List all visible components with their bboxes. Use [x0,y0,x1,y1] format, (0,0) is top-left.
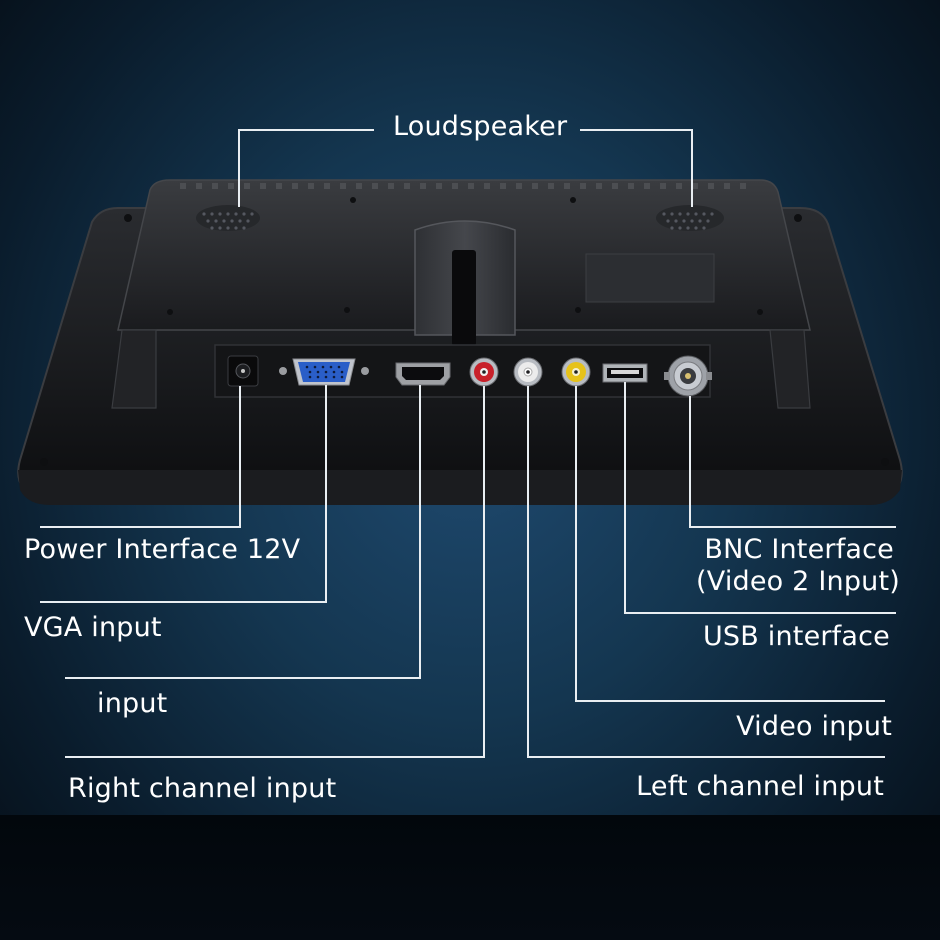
rca-white-jack [513,357,543,387]
power-callout-horizontal [40,526,241,528]
video-callout-horizontal [575,700,885,702]
dc-power-jack [227,355,259,387]
hdmi-port [395,362,451,386]
rca-red-jack [469,357,499,387]
right-channel-callout-vertical [483,386,485,758]
top-vent-ridges [180,183,746,189]
bnc-callout-horizontal [689,526,896,528]
usb-port [602,363,648,383]
vga-callout-horizontal [40,601,327,603]
video-callout-vertical [575,386,577,702]
usb-interface-label: USB interface [702,621,890,652]
loudspeaker-callout-line-left [238,129,374,131]
left-speaker-grille [196,205,260,231]
label-plate [585,253,715,303]
left-channel-callout-vertical [527,386,529,758]
bottom-shadow-band [0,815,940,940]
bnc-interface-label: BNC Interface [704,534,894,565]
bnc-video2-input-label: (Video 2 Input) [696,566,900,597]
left-channel-callout-horizontal [527,756,885,758]
right-foot [769,329,811,409]
power-callout-vertical [239,386,241,528]
vga-input-label: VGA input [24,612,162,643]
usb-callout-horizontal [624,612,896,614]
hdmi-callout-vertical [419,385,421,679]
hdmi-input-label: input [97,688,168,719]
loudspeaker-label: Loudspeaker [393,111,568,142]
stand-slot [452,250,476,346]
loudspeaker-callout-drop-right [691,129,693,207]
right-channel-callout-horizontal [65,756,485,758]
right-speaker-grille [656,205,724,231]
vga-callout-vertical [325,385,327,603]
screw-holes [40,197,889,466]
right-channel-input-label: Right channel input [68,773,337,804]
vga-port [279,358,369,386]
left-channel-input-label: Left channel input [636,771,884,802]
rca-yellow-jack [561,357,591,387]
loudspeaker-callout-drop-left [238,129,240,207]
power-interface-label: Power Interface 12V [24,534,301,565]
hdmi-callout-horizontal [65,677,421,679]
bnc-callout-vertical [689,396,691,528]
loudspeaker-callout-line-right [580,129,693,131]
left-foot [111,329,157,409]
video-input-label: Video input [736,711,892,742]
usb-callout-vertical [624,382,626,614]
monitor-frame-bottom-edge [18,470,902,505]
bnc-connector [664,355,712,397]
